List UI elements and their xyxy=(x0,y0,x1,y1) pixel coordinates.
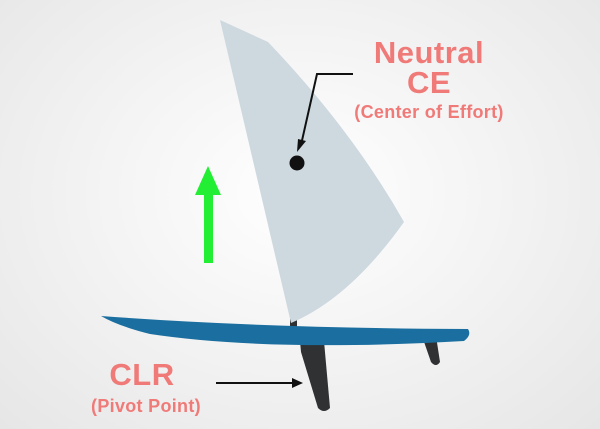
center-of-effort-dot xyxy=(289,155,305,171)
ce-title-line2: CE xyxy=(406,65,452,100)
centerboard-fin xyxy=(299,330,330,411)
green-up-arrow-icon xyxy=(195,166,221,263)
ce-title-line1: Neutral xyxy=(373,35,485,70)
ce-pointer-arrow xyxy=(300,73,353,146)
mast-base xyxy=(290,312,297,334)
rear-fin xyxy=(422,336,440,365)
board-hull xyxy=(101,316,470,346)
ce-subtitle: (Center of Effort) xyxy=(354,102,504,122)
sail xyxy=(220,20,404,323)
clr-subtitle: (Pivot Point) xyxy=(91,396,201,416)
ce-pointer-arrowhead xyxy=(297,139,306,152)
clr-title: CLR xyxy=(109,357,175,392)
clr-pointer-arrowhead xyxy=(292,378,303,388)
